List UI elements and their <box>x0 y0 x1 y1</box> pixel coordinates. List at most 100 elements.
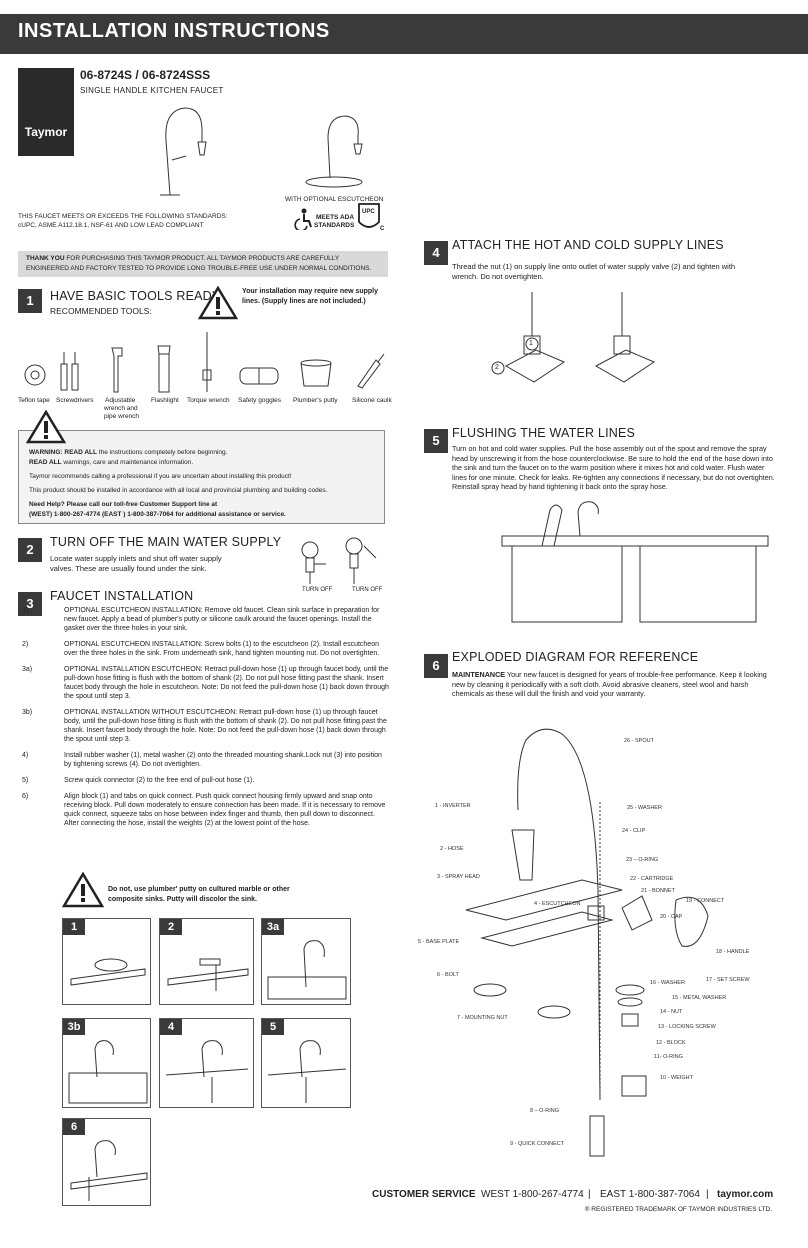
step-5: 5)Screw quick connector (2) to the free … <box>22 776 390 785</box>
step-1: 1) OPTIONAL ESCUTCHEON INSTALLATION: Remo… <box>22 606 390 633</box>
step-6-text: Align block (1) and tabs on quick connec… <box>64 793 386 827</box>
section-4-badge: 4 <box>424 241 448 265</box>
step-5-num: 5) <box>22 777 29 784</box>
taymor-logo <box>18 68 74 156</box>
step-2-num: 2) <box>22 641 29 648</box>
panel-6-num: 6 <box>63 1119 85 1135</box>
part-label-connect: 19 - CONNECT <box>686 898 725 904</box>
customer-service-label: CUSTOMER SERVICE <box>372 1189 476 1200</box>
supply-note-line2: lines. (Supply lines are not included.) <box>242 298 366 305</box>
logo-text: Taymor <box>24 125 68 139</box>
step-2: 2) OPTIONAL ESCUTCHEON INSTALLATION: Scre… <box>22 640 390 658</box>
part-label-cartridge: 22 - CARTRIDGE <box>630 876 674 882</box>
part-label-mounting-nut: 7 - MOUNTING NUT <box>457 1015 508 1021</box>
install-panel-6: 6 <box>62 1118 151 1206</box>
panel-1-num: 1 <box>63 919 85 935</box>
tool-label-safety-goggles: Safety goggles <box>238 397 282 404</box>
part-label-hose: 2 - HOSE <box>440 846 464 852</box>
upc-seal-icon <box>358 203 380 228</box>
part-label-bonnet: 21 - BONNET <box>641 888 675 894</box>
install-panel-4: 4 <box>159 1018 254 1108</box>
warning-l1: the instructions completely before begin… <box>97 449 228 456</box>
part-label-washer-25: 25 - WASHER <box>627 805 662 811</box>
part-label-escutcheon: 4 - ESCUTCHEON <box>534 901 581 907</box>
warning-box-icon <box>26 410 66 444</box>
section-5-text: Turn on hot and cold water supplies. Pul… <box>452 444 775 491</box>
plumbers-putty-icon <box>300 359 332 387</box>
part-label-spray-head: 3 - SPRAY HEAD <box>437 874 480 880</box>
website-link[interactable]: taymor.com <box>717 1189 774 1200</box>
with-escutcheon-label: WITH OPTIONAL ESCUTCHEON <box>285 196 384 203</box>
step-3a-text: OPTIONAL INSTALLATION ESCUTCHEON: Retrac… <box>64 666 389 700</box>
tool-label-screwdrivers: Screwdrivers <box>56 397 94 404</box>
part-label-clip: 24 - CLIP <box>622 828 646 834</box>
silicone-caulk-icon <box>357 353 385 389</box>
wrench-icon <box>111 347 123 393</box>
supply-line-illustration <box>491 292 656 383</box>
step-6: 6) Align block (1) and tabs on quick conn… <box>22 792 390 828</box>
recommended-tools-label: RECOMMENDED TOOLS: <box>50 306 152 316</box>
shutoff-valve-icon-2 <box>345 537 377 584</box>
turn-off-label-1: TURN OFF <box>302 587 333 593</box>
flashlight-icon <box>157 345 171 393</box>
section-4-title: ATTACH THE HOT AND COLD SUPPLY LINES <box>452 238 724 252</box>
section-2-badge: 2 <box>18 538 42 562</box>
part-label-nut: 14 - NUT <box>660 1009 683 1015</box>
section-3-badge: 3 <box>18 592 42 616</box>
section-3-title: FAUCET INSTALLATION <box>50 589 194 603</box>
torque-wrench-icon <box>202 332 212 392</box>
thanks-bold: THANK YOU <box>26 255 65 262</box>
install-panel-3b: 3b <box>62 1018 151 1108</box>
product-name: SINGLE HANDLE KITCHEN FAUCET <box>80 86 224 95</box>
tool-label-silicone-caulk: Silicone caulk <box>352 397 392 404</box>
thanks-line2: ENGINEERED AND FACTORY TESTED TO PROVIDE… <box>26 265 372 272</box>
step-6-num: 6) <box>22 793 29 800</box>
east-phone: EAST 1-800-387-7064 <box>600 1189 700 1200</box>
part-label-oring-8: 8 – O-RING <box>530 1108 560 1114</box>
tool-label-plumbers-putty: Plumber's putty <box>293 397 338 404</box>
section-4-line2: wrench. Do not overtighten. <box>452 272 544 281</box>
part-label-oring-23: 23 – O-RING <box>626 857 659 863</box>
section-1-title: HAVE BASIC TOOLS READY <box>50 289 221 303</box>
part-label-washer-16: 16 - WASHER <box>650 980 685 986</box>
maintenance-body: Your new faucet is designed for years of… <box>452 670 767 698</box>
warning-l3: Taymor recommends calling a professional… <box>29 473 292 480</box>
install-panel-3a: 3a <box>261 918 351 1005</box>
sink-flushing-illustration <box>501 501 769 623</box>
caution-line1: Do not, use plumber' putty on cultured m… <box>108 886 290 893</box>
part-label-oring-11: 11- O-RING <box>654 1054 683 1060</box>
step-1-num: 1) <box>22 607 29 614</box>
step-2-text: OPTIONAL ESCUTCHEON INSTALLATION: Screw … <box>64 641 380 657</box>
panel-3b-num: 3b <box>63 1019 85 1035</box>
warning-l2-bold: READ ALL <box>29 459 62 466</box>
install-panel-2: 2 <box>159 918 254 1005</box>
warning-l4: This product should be installed in acco… <box>29 487 328 494</box>
standards-line1: THIS FAUCET MEETS OR EXCEEDS THE FOLLOWI… <box>18 213 228 220</box>
panel-4-num: 4 <box>160 1019 182 1035</box>
section-2-title: TURN OFF THE MAIN WATER SUPPLY <box>50 535 282 549</box>
tool-label-teflon-tape: Teflon tape <box>18 397 50 404</box>
supply-note-line1: Your installation may require new supply <box>242 288 379 295</box>
step-4: 4)Install rubber washer (1), metal washe… <box>22 751 390 769</box>
section-4-line1: Thread the nut (1) on supply line onto o… <box>452 262 736 271</box>
maintenance-text: MAINTENANCE Your new faucet is designed … <box>452 670 776 699</box>
warning-l2: warnings, care and maintenance informati… <box>61 459 194 466</box>
step-1-text: OPTIONAL ESCUTCHEON INSTALLATION: Remove… <box>64 607 380 632</box>
accessibility-icon <box>294 208 312 230</box>
caution-icon <box>62 872 104 908</box>
tool-label-wrench: wrench and <box>104 405 138 412</box>
part-label-inverter: 1 - INVERTER <box>435 803 471 809</box>
turn-off-label-2: TURN OFF <box>352 587 383 593</box>
tool-label-pipe-wrench: pipe wrench <box>104 413 140 420</box>
warning-l6: (WEST) 1-800-267-4774 (EAST ) 1-800-387-… <box>29 511 286 518</box>
upc-text: UPC <box>362 209 375 215</box>
caution-line2: composite sinks. Putty will discolor the… <box>108 896 257 903</box>
step-3b: 3b)OPTIONAL INSTALLATION WITHOUT ESCUTCH… <box>22 708 390 744</box>
panel-2-num: 2 <box>160 919 182 935</box>
part-label-metal-washer: 15 - METAL WASHER <box>672 995 727 1001</box>
section-2-line2: valves. These are usually found under th… <box>50 564 207 573</box>
part-label-handle: 18 - HANDLE <box>716 949 750 955</box>
thank-you-box: THANK YOU FOR PURCHASING THIS TAYMOR PRO… <box>18 251 388 277</box>
step-3b-num: 3b) <box>22 709 33 716</box>
install-panel-5: 5 <box>261 1018 351 1108</box>
